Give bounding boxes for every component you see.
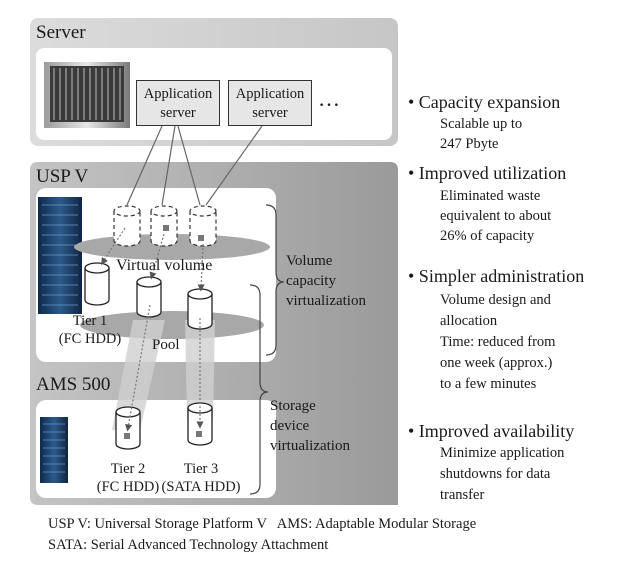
more-servers-ellipsis: … [318, 86, 340, 111]
benefit-2-line1: Eliminated waste [440, 188, 541, 204]
benefit-4-heading: • Improved availability [408, 421, 575, 441]
uspv-title: USP V [36, 166, 89, 187]
ams-rack-image [40, 417, 68, 483]
benefit-4-line3: transfer [440, 487, 485, 503]
ams-title: AMS 500 [36, 374, 111, 395]
benefit-1-line1: Scalable up to [440, 116, 523, 132]
pool-to-tier-arrows [125, 304, 204, 432]
storage-virt-line2: device [270, 418, 310, 434]
volume-virt-line1: Volume [286, 253, 333, 269]
pool-label: Pool [152, 337, 180, 353]
application-server-box-2: Application server [228, 80, 312, 126]
server-title: Server [36, 22, 86, 43]
benefit-2-heading: • Improved utilization [408, 163, 567, 183]
volume-virt-line3: virtualization [286, 293, 366, 309]
ams-inner [36, 400, 276, 498]
volume-virt-brace [265, 204, 285, 356]
benefit-2-line2: equivalent to about [440, 208, 552, 224]
band-tier2 [112, 320, 165, 430]
tier1-line2: (FC HDD) [58, 331, 122, 347]
virtual-to-pool-arrows [101, 227, 205, 292]
tier1-label: Tier 1 (FC HDD) [40, 312, 140, 348]
ams-markers [124, 431, 202, 439]
storage-virt-line1: Storage [270, 398, 316, 414]
app-server-2-line2: server [252, 105, 288, 121]
app-server-1-line1: Application [143, 86, 213, 102]
volume-virt-label: Volume capacity virtualization [286, 251, 366, 311]
footer-line-2: SATA: Serial Advanced Technology Attachm… [48, 537, 329, 553]
tier3-line2: (SATA HDD) [161, 479, 241, 495]
application-server-box-1: Application server [136, 80, 220, 126]
benefit-3-line4: one week (approx.) [440, 355, 553, 371]
app-connection-lines [126, 125, 263, 206]
storage-virt-brace [249, 284, 269, 495]
pool-cylinders [84, 262, 213, 330]
tier2-line2: (FC HDD) [96, 479, 160, 495]
tier1-line1: Tier 1 [72, 313, 108, 329]
storage-virt-label: Storage device virtualization [270, 396, 350, 456]
benefit-1-heading: • Capacity expansion [408, 92, 561, 112]
app-server-2-line1: Application [235, 86, 305, 102]
benefit-3-line2: allocation [440, 313, 498, 329]
benefit-4-line2: shutdowns for data [440, 466, 551, 482]
tier2-line1: Tier 2 [110, 461, 146, 477]
volume-virt-line2: capacity [286, 273, 336, 289]
benefit-3-line1: Volume design and [440, 292, 551, 308]
benefit-2-line3: 26% of capacity [440, 228, 535, 244]
tier3-label: Tier 3 (SATA HDD) [156, 460, 246, 496]
uspv-rack-image [38, 197, 82, 314]
server-rack-image [44, 62, 130, 128]
footer-line-1: USP V: Universal Storage Platform V AMS:… [48, 516, 477, 532]
virtual-volume-label: Virtual volume [116, 257, 213, 274]
tier2-label: Tier 2 (FC HDD) [88, 460, 168, 496]
benefit-4-line1: Minimize application [440, 445, 565, 461]
app-server-1-line2: server [160, 105, 196, 121]
pool-ellipse [80, 311, 264, 339]
benefit-3-line5: to a few minutes [440, 376, 537, 392]
storage-virt-line3: virtualization [270, 438, 350, 454]
tier3-line1: Tier 3 [183, 461, 219, 477]
benefit-1-line2: 247 Pbyte [440, 136, 499, 152]
benefit-3-heading: • Simpler administration [408, 266, 585, 286]
virtual-markers [163, 225, 204, 241]
benefit-3-line3: Time: reduced from [440, 334, 556, 350]
